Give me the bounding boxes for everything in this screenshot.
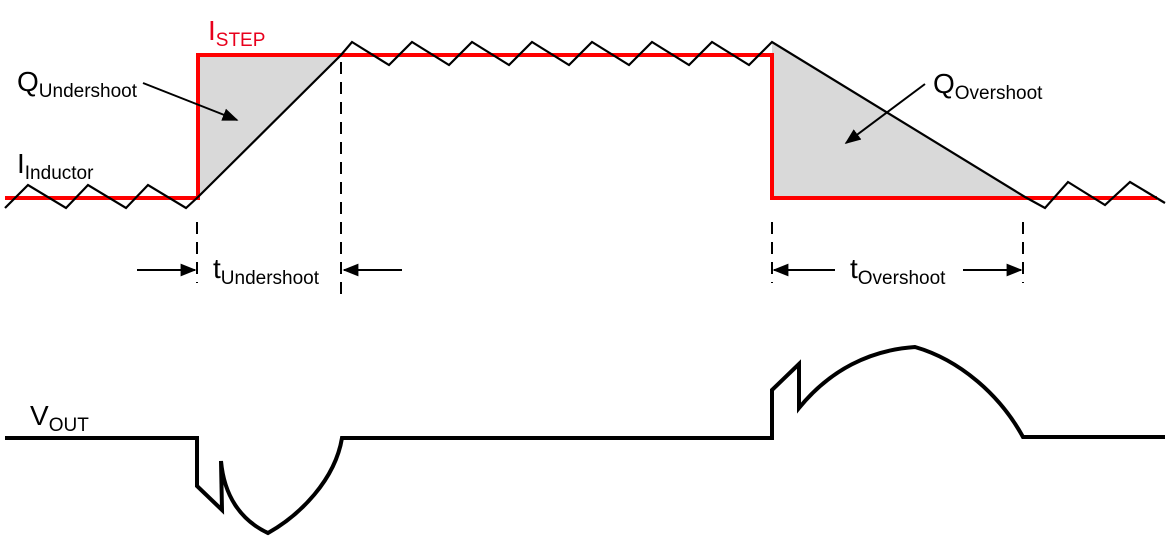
i-step-trace [5, 53, 1157, 200]
i-inductor-label: IInductor [17, 148, 94, 184]
v-out-trace [5, 344, 1165, 536]
t-undershoot-label: tUndershoot [213, 253, 320, 289]
q-undershoot-label: QUndershoot [17, 66, 138, 102]
v-out-label: VOUT [30, 400, 89, 436]
q-overshoot-pointer-arrow [844, 83, 926, 144]
i-step-label: ISTEP [208, 15, 266, 51]
t-overshoot-label: tOvershoot [850, 253, 946, 289]
q-overshoot-label: QOvershoot [933, 68, 1043, 104]
i-inductor-trace [4, 40, 1166, 210]
q-undershoot-pointer-arrow [142, 82, 239, 121]
